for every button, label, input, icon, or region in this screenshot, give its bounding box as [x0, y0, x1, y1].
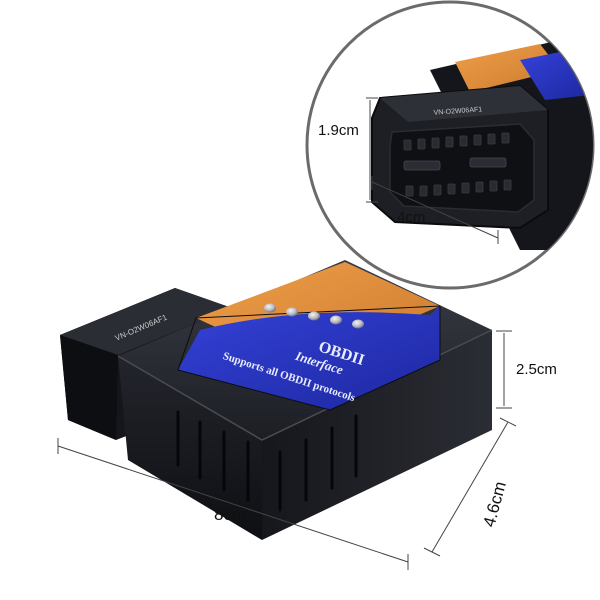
dimension-body-height: 2.5cm: [496, 330, 557, 409]
connector-height-label: 1.9cm: [318, 122, 359, 139]
dimension-body-length: 8cm: [57, 438, 409, 570]
connector-closeup: VN-O2W06AF1: [305, 0, 595, 290]
status-leds: [264, 303, 364, 329]
vent-grooves: [176, 410, 358, 512]
dimension-connector-width: 4cm: [371, 176, 499, 244]
body-width-label: 4.6cm: [480, 479, 510, 529]
dimension-connector-height: 1.9cm: [318, 97, 378, 203]
product-label: OBDII Interface Supports all OBDII proto…: [177, 262, 441, 411]
model-code-closeup: VN-O2W06AF1: [433, 106, 482, 116]
body-height-label: 2.5cm: [516, 361, 557, 378]
obd-adapter-device: VN-O2W06AF1: [60, 260, 493, 540]
connector-width-label: 4cm: [397, 209, 425, 226]
body-length-label: 8cm: [214, 505, 246, 524]
connector-pins: [403, 132, 512, 197]
